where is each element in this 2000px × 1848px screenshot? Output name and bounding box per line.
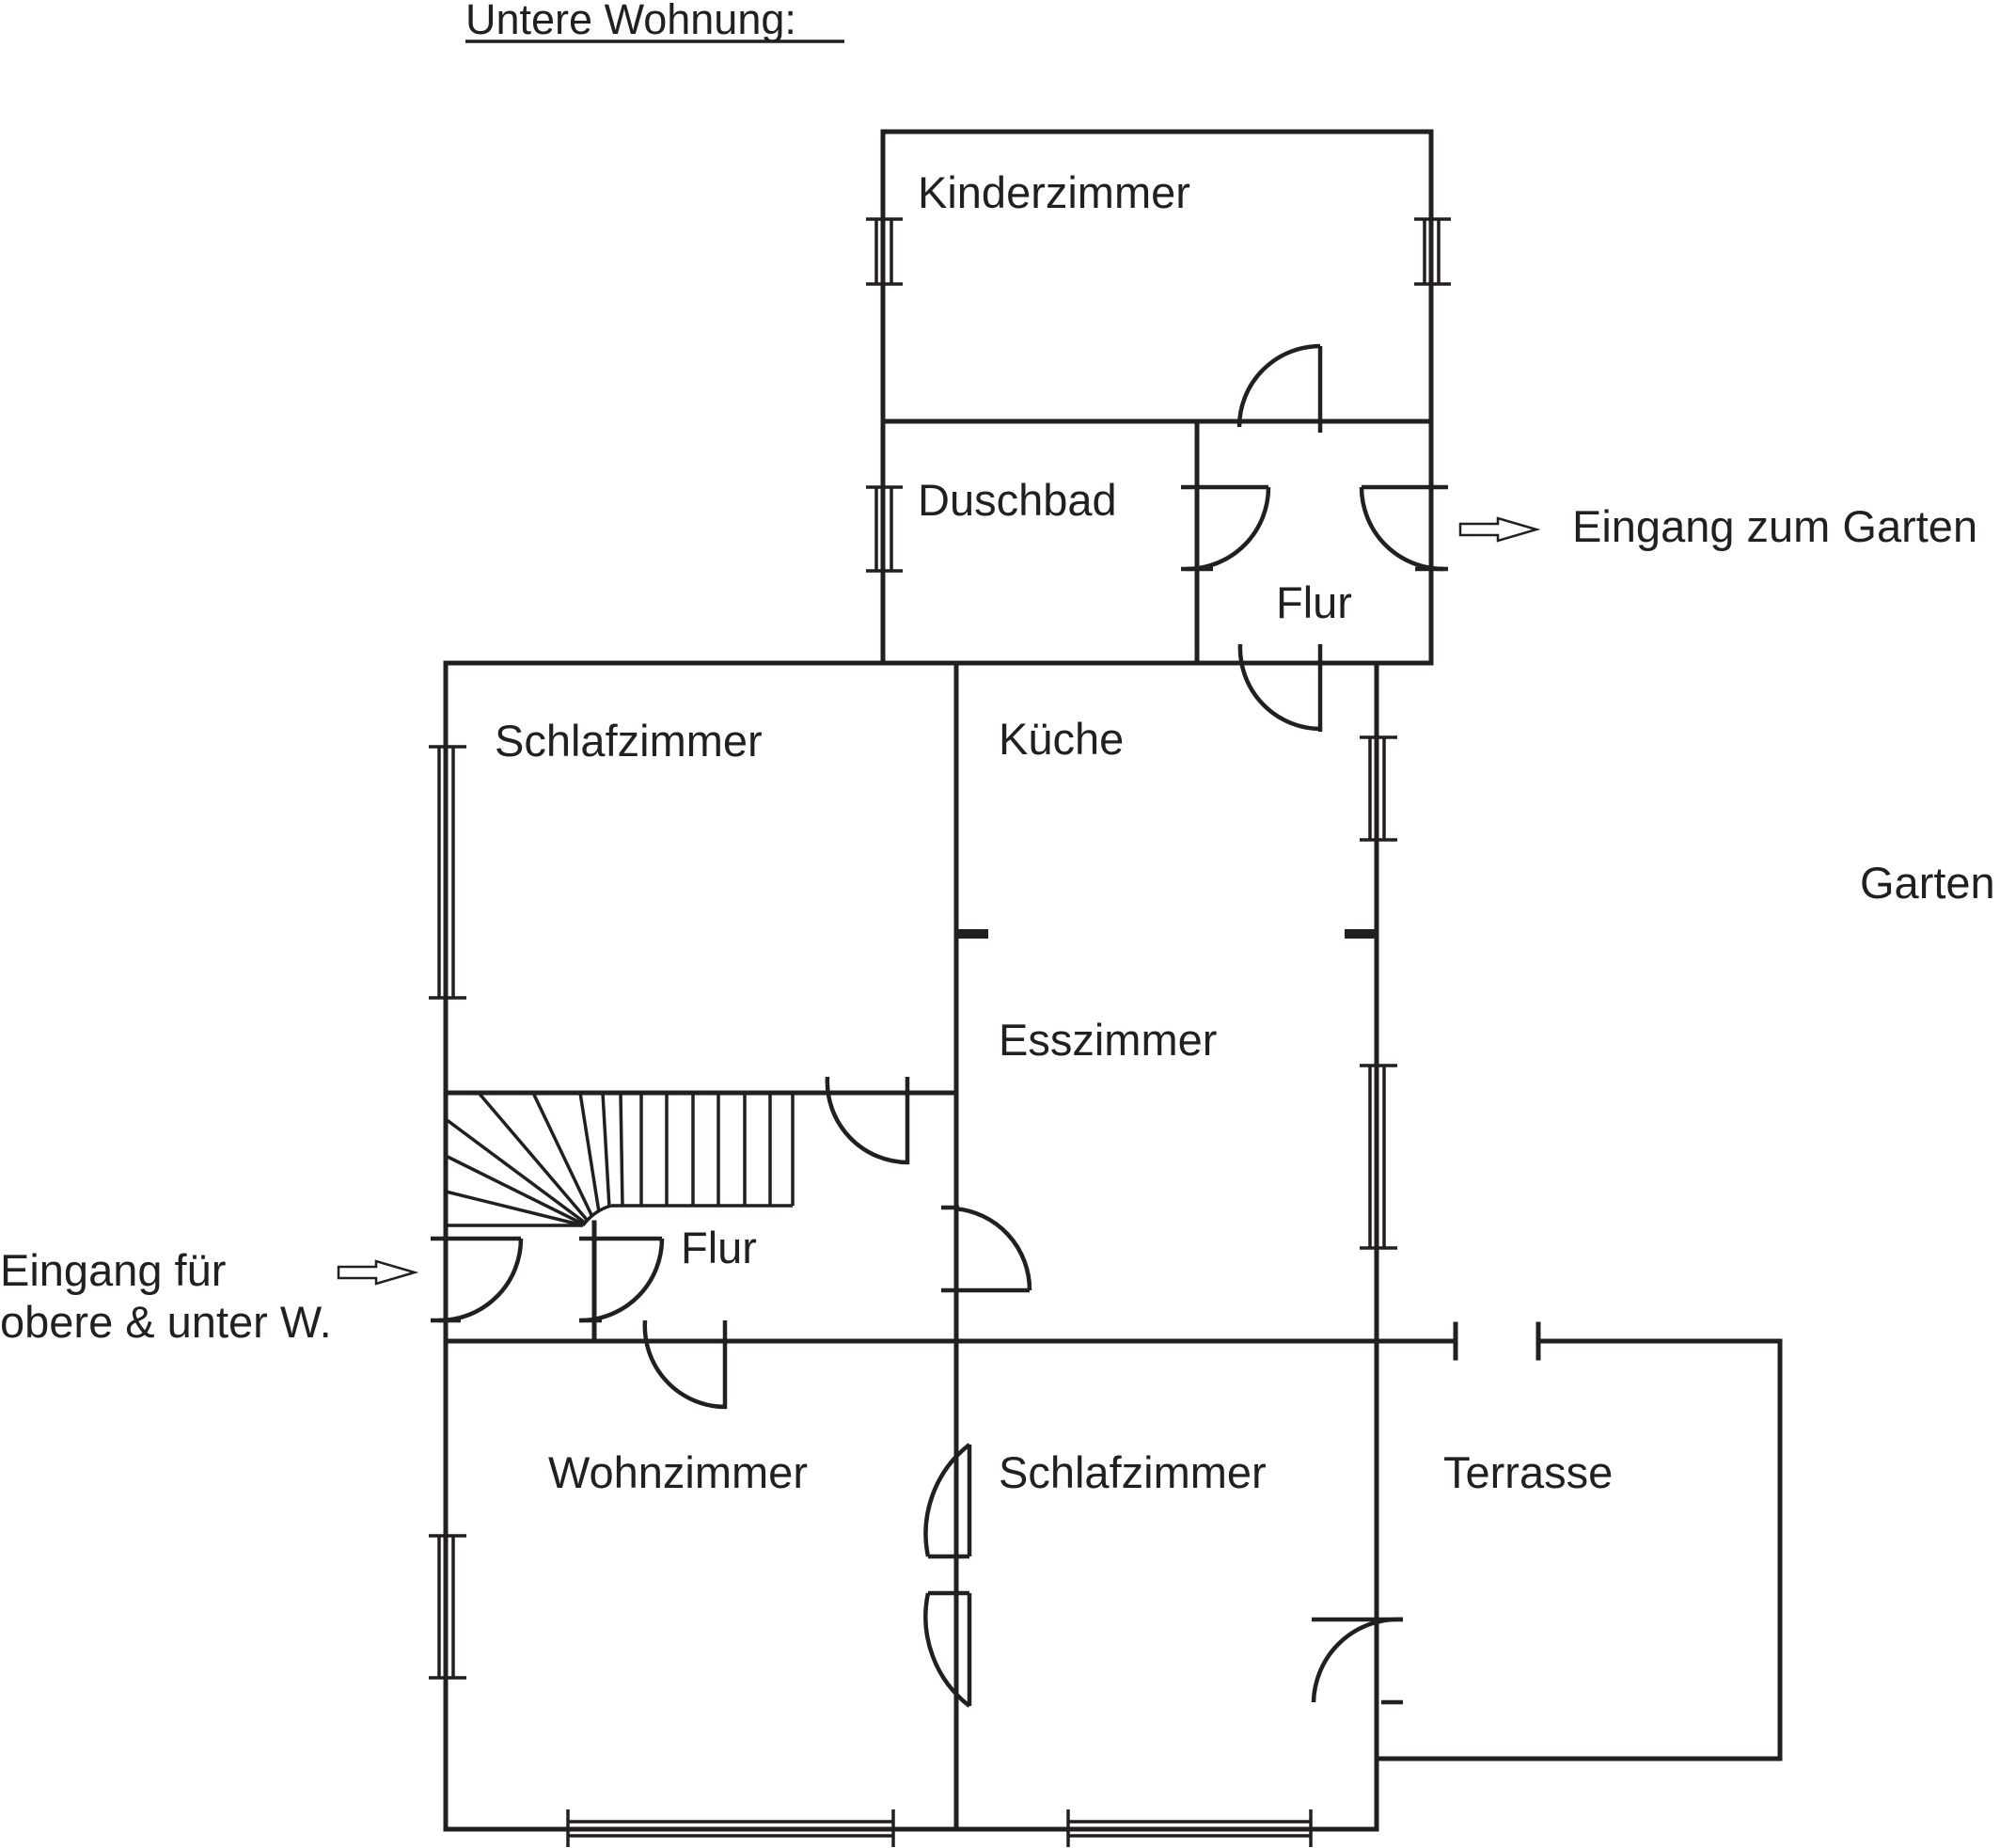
label-entrance-main-line1: Eingang für bbox=[0, 1245, 226, 1295]
door-flur-esszimmer bbox=[941, 1205, 1032, 1293]
door-entrance bbox=[431, 1236, 524, 1323]
staircase bbox=[443, 1090, 795, 1227]
label-schlafzimmer-right: Schlafzimmer bbox=[999, 1447, 1267, 1497]
door-kinderzimmer bbox=[1236, 343, 1323, 433]
door-garden bbox=[1359, 484, 1448, 572]
plan-title: Untere Wohnung: bbox=[465, 0, 796, 43]
walls bbox=[443, 129, 1783, 1832]
label-entrance-main-line2: obere & unter W. bbox=[0, 1297, 332, 1347]
label-terrasse: Terrasse bbox=[1443, 1447, 1613, 1497]
wall-stub-left bbox=[956, 929, 988, 939]
door-flur-wohnzimmer bbox=[642, 1319, 728, 1410]
door-flur-kueche bbox=[1237, 643, 1323, 732]
label-schlafzimmer-left: Schlafzimmer bbox=[495, 716, 763, 766]
doors bbox=[431, 343, 1448, 1708]
arrow-entrance-garden bbox=[1458, 516, 1541, 543]
label-flur-middle: Flur bbox=[681, 1223, 757, 1272]
door-schlaf-terrasse bbox=[1311, 1617, 1404, 1705]
windows bbox=[429, 217, 1541, 1847]
arrow-entrance-main bbox=[337, 1259, 419, 1286]
label-duschbad: Duschbad bbox=[918, 475, 1117, 525]
door-flur-schlafzimmer bbox=[825, 1076, 910, 1165]
label-garten: Garten bbox=[1860, 858, 1995, 908]
label-kinderzimmer: Kinderzimmer bbox=[918, 167, 1190, 217]
label-flur-top: Flur bbox=[1276, 577, 1352, 627]
wall-stub-right bbox=[1345, 929, 1377, 939]
label-entrance-garden: Eingang zum Garten bbox=[1572, 501, 1977, 551]
door-inner-flur bbox=[579, 1236, 665, 1323]
label-esszimmer: Esszimmer bbox=[999, 1015, 1217, 1065]
door-double-wohn-schlaf bbox=[923, 1443, 972, 1708]
label-wohnzimmer: Wohnzimmer bbox=[548, 1447, 808, 1497]
label-kueche: Küche bbox=[999, 714, 1124, 764]
door-duschbad bbox=[1181, 484, 1271, 572]
